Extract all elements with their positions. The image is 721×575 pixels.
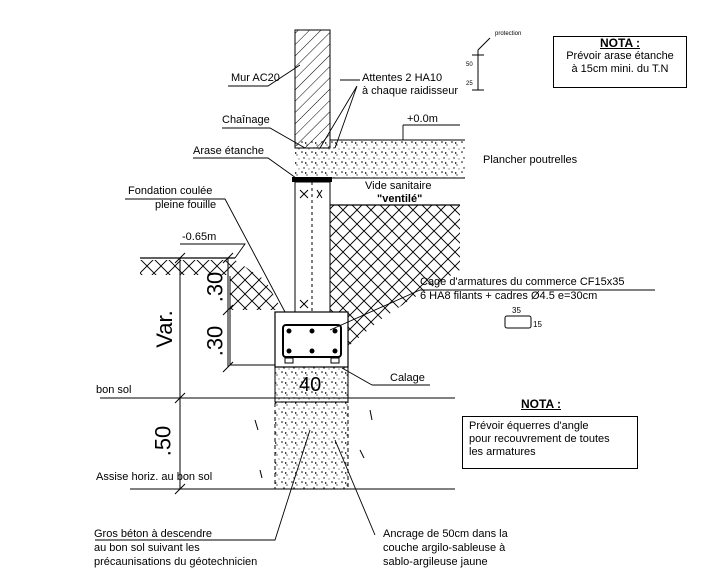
nota-2-line2: pour recouvrement de toutes bbox=[469, 433, 610, 445]
protection-detail bbox=[472, 37, 491, 91]
label-vide-1: Vide sanitaire bbox=[365, 180, 432, 192]
nota-1-line1: Prévoir arase étanche bbox=[566, 50, 674, 62]
dim-40: 40 bbox=[299, 374, 322, 396]
dim-var: Var. bbox=[151, 310, 177, 348]
leader-lines bbox=[95, 64, 655, 541]
nota-2-title: NOTA : bbox=[521, 397, 561, 411]
dim-50: .50 bbox=[150, 425, 176, 457]
nota-1-title: NOTA : bbox=[600, 36, 640, 50]
label-ancrage-2: couche argilo-sableuse à bbox=[383, 542, 506, 554]
label-ancrage-3: sablo-argileuse jaune bbox=[383, 556, 488, 568]
label-assise: Assise horiz. au bon sol bbox=[96, 471, 213, 483]
label-attentes-2: à chaque raidisseur bbox=[362, 85, 459, 97]
label-mur: Mur AC20 bbox=[231, 72, 280, 84]
cadre-sketch bbox=[504, 315, 532, 329]
wall-ac20 bbox=[294, 29, 331, 149]
label-cage-2: 6 HA8 filants + cadres Ø4.5 e=30cm bbox=[420, 290, 598, 302]
nota-1-line2: à 15cm mini. du T.N bbox=[571, 63, 669, 75]
label-gros-beton-3: précaunisations du géotechnicien bbox=[94, 556, 258, 568]
label-cage-1: Cage d'armatures du commerce CF15x35 bbox=[420, 276, 625, 288]
label-detail-50: 50 bbox=[466, 62, 473, 68]
label-bon-sol: bon sol bbox=[96, 384, 132, 396]
label-plancher: Plancher poutrelles bbox=[483, 154, 578, 166]
label-cadre-w: 35 bbox=[512, 306, 521, 315]
soil-left bbox=[140, 260, 282, 310]
label-arase: Arase étanche bbox=[193, 145, 264, 157]
dimension-lines bbox=[174, 252, 234, 495]
soil-right bbox=[330, 205, 460, 360]
label-level-bottom: -0.65m bbox=[182, 231, 217, 243]
nota-2-line3: les armatures bbox=[469, 446, 536, 458]
label-chainage: Chaînage bbox=[222, 114, 270, 126]
gros-beton bbox=[274, 401, 349, 490]
label-gros-beton-2: au bon sol suivant les bbox=[94, 542, 200, 554]
calage-layer bbox=[274, 366, 349, 403]
label-gros-beton-1: Gros béton à descendre bbox=[94, 528, 213, 540]
label-protection: protection bbox=[495, 31, 522, 37]
label-ancrage-1: Ancrage de 50cm dans la bbox=[383, 528, 508, 540]
nota-box-1: NOTA : Prévoir arase étanche à 15cm mini… bbox=[553, 36, 687, 88]
label-vide-2: "ventilé" bbox=[377, 193, 423, 205]
label-calage: Calage bbox=[390, 372, 425, 384]
damp-course bbox=[292, 177, 332, 182]
label-attentes-1: Attentes 2 HA10 bbox=[362, 72, 443, 84]
floor-slab bbox=[295, 140, 465, 178]
label-fondation-1: Fondation coulée bbox=[128, 185, 213, 197]
label-detail-25: 25 bbox=[466, 81, 473, 87]
label-level-top: +0.0m bbox=[407, 113, 438, 125]
nota-2-line1: Prévoir équerres d'angle bbox=[469, 420, 589, 432]
dim-30a: .30 bbox=[202, 271, 228, 303]
dim-30b: .30 bbox=[202, 325, 228, 357]
label-fondation-2: pleine fouille bbox=[155, 199, 217, 211]
nota-box-2: Prévoir équerres d'angle pour recouvreme… bbox=[462, 416, 638, 469]
footing-beam bbox=[274, 311, 349, 368]
label-cadre-h: 15 bbox=[533, 320, 542, 329]
